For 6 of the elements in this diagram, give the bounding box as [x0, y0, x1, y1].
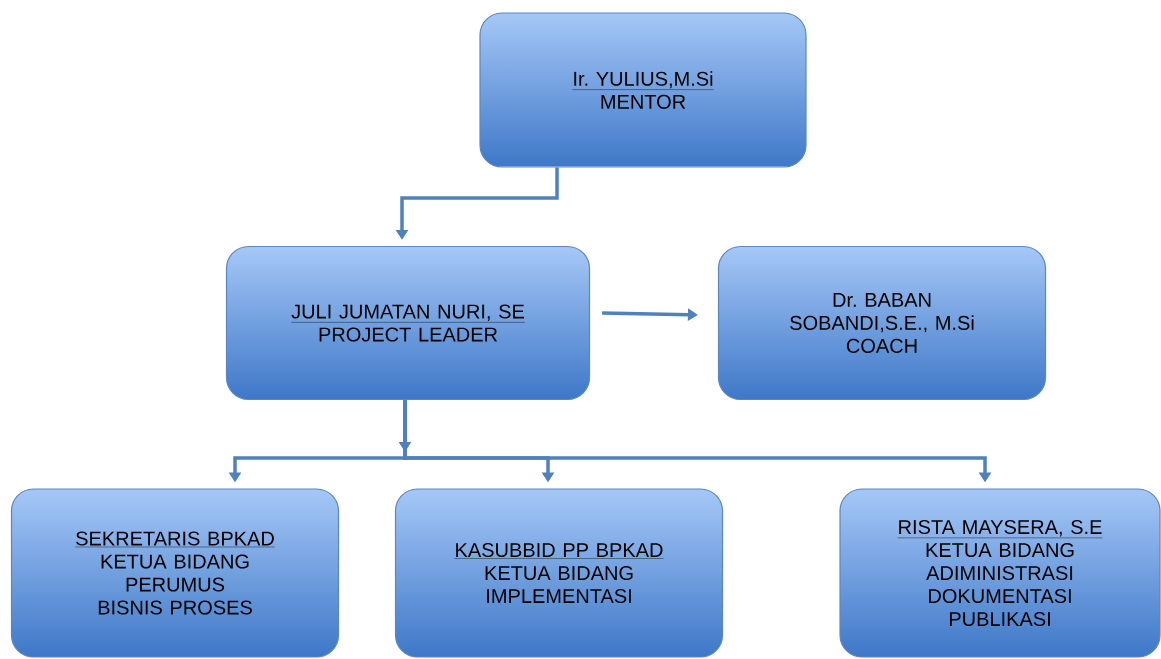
org-box: SEKRETARIS BPKAD KETUA BIDANG PERUMUS BISNIS PROSES: [10, 488, 340, 658]
org-box: JULI JUMATAN NURI, SE PROJECT LEADER: [225, 245, 591, 401]
org-box: KASUBBID PP BPKAD KETUA BIDANG IMPLEMENTASI: [394, 488, 724, 658]
org-box: RISTA MAYSERA, S.E KETUA BIDANG ADIMINISTRASI DOKUMENTASI PUBLIKASI: [839, 488, 1161, 658]
org-box: Ir. YULIUS,M.Si MENTOR: [479, 12, 807, 168]
org-box: Dr. BABAN SOBANDI,S.E., M.Si COACH: [717, 245, 1047, 401]
